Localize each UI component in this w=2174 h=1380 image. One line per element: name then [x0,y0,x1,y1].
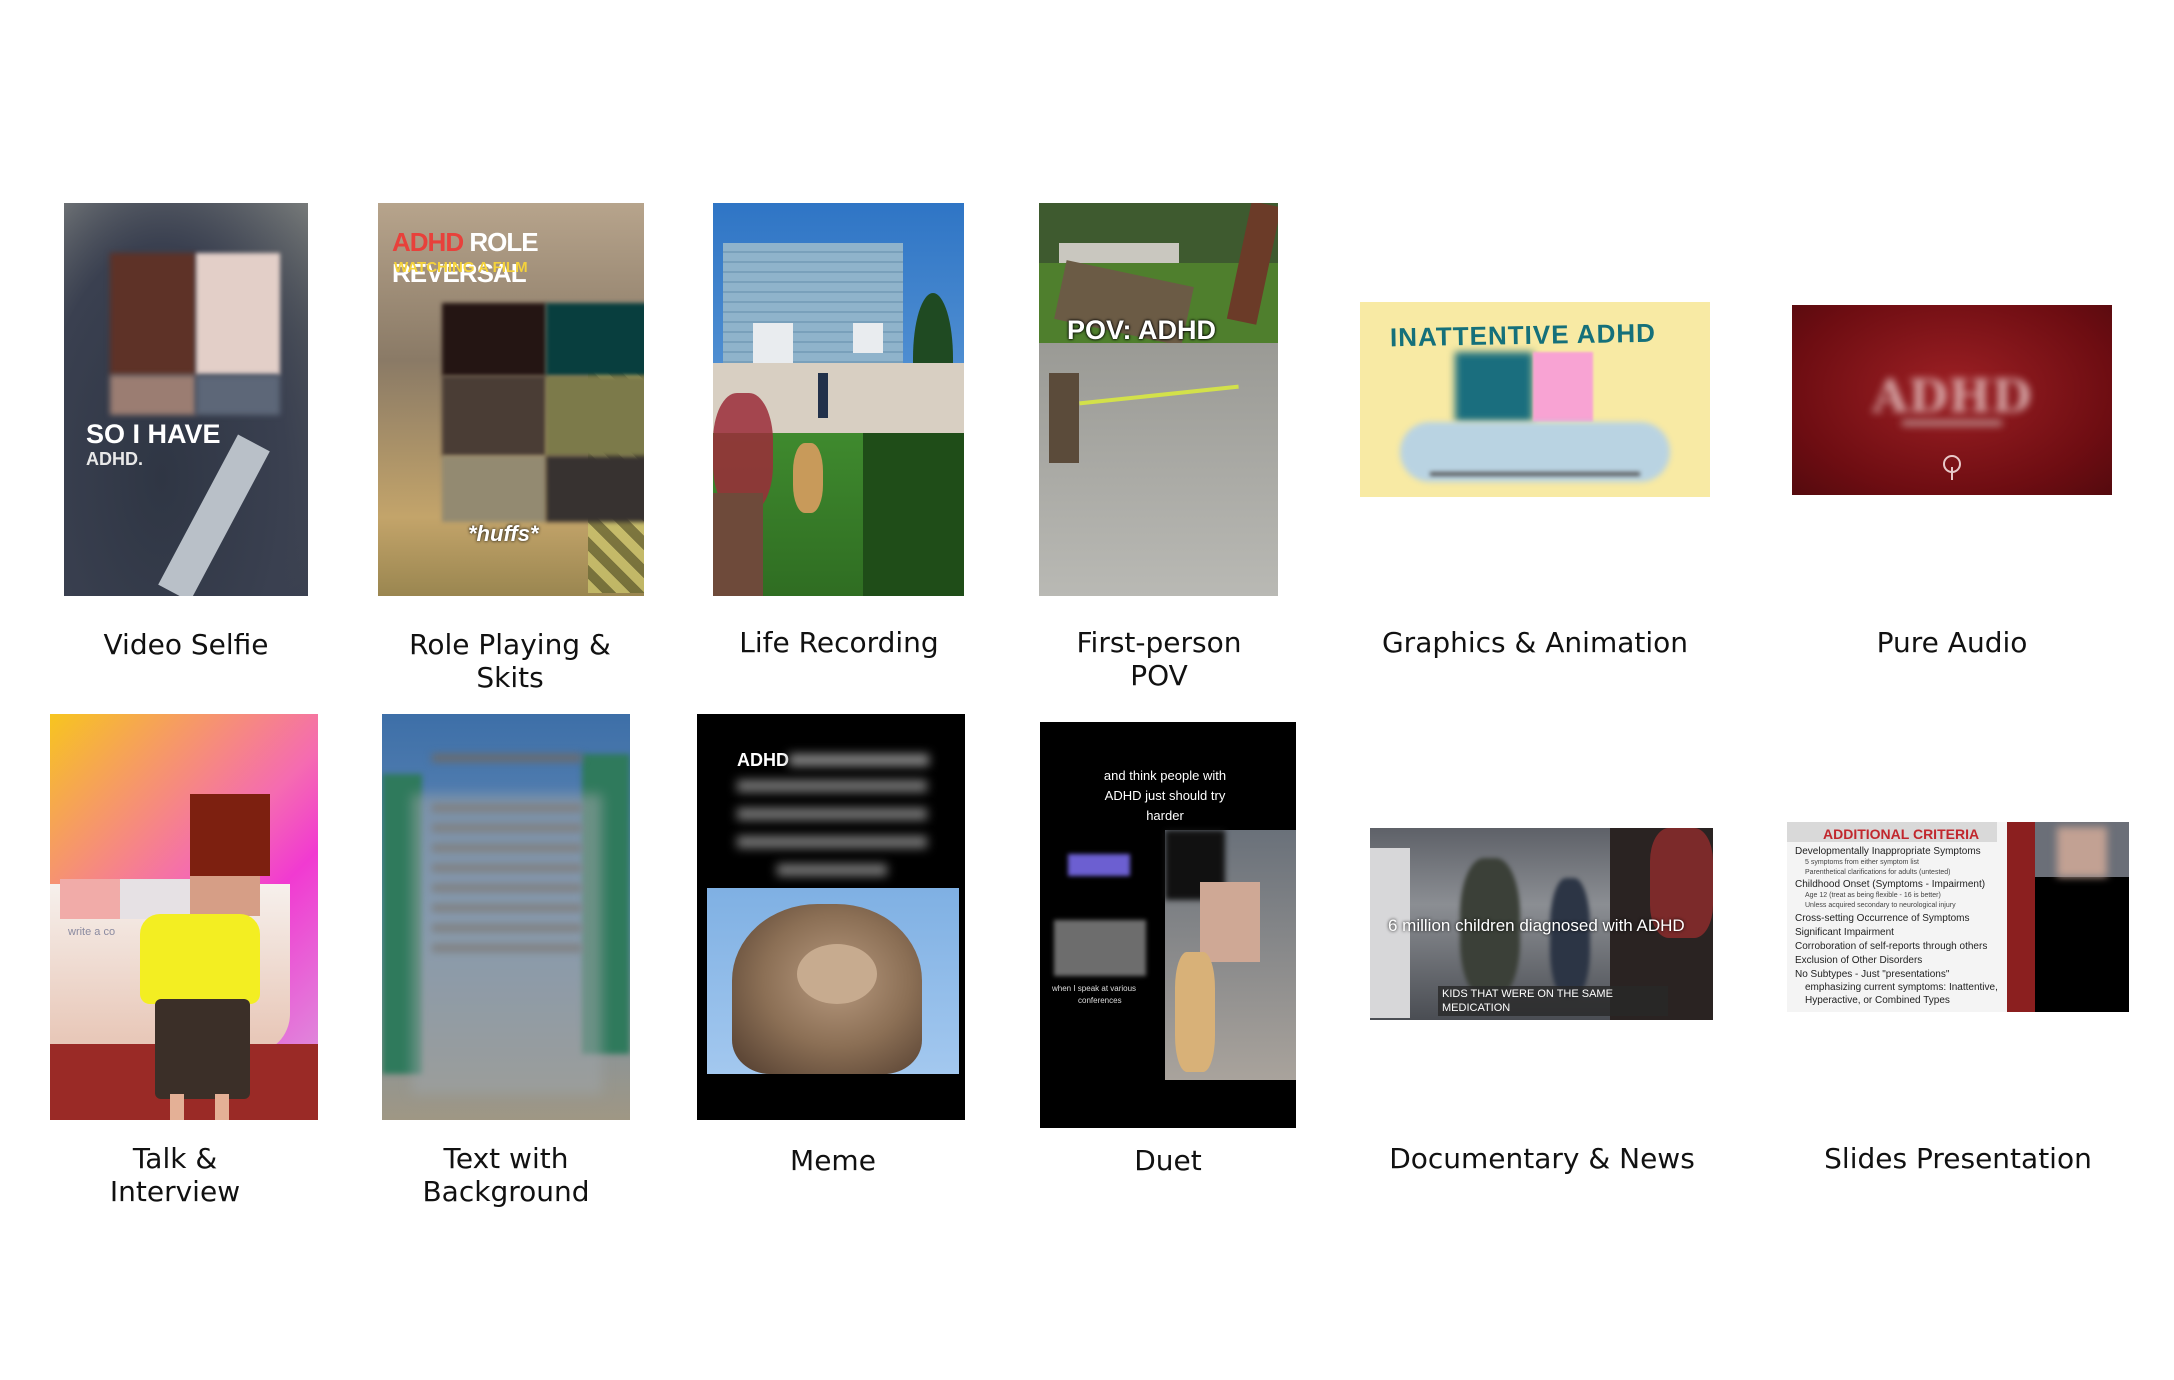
slides-bullet-1: Developmentally Inappropriate Symptoms [1795,846,1981,857]
slides-presentation-thumbnail: ADDITIONAL CRITERIA Developmentally Inap… [1787,822,2129,1012]
caption-talk-interview: Talk & Interview [109,1142,241,1208]
slides-bullet-5: Corroboration of self-reports through ot… [1795,941,1988,952]
life-recording-thumbnail [713,203,964,596]
role-playing-subtitle: WATCHING A FILM [394,259,528,276]
caption-documentary-news: Documentary & News [1389,1142,1695,1175]
duet-small-caption-line2: conferences [1078,996,1122,1005]
meme-thumbnail: ADHD [697,714,965,1120]
talk-slide-text: write a co [68,926,116,938]
duet-thumbnail: and think people with ADHD just should t… [1040,722,1296,1128]
slides-sub-2a: Age 12 (treat as being flexible - 16 is … [1805,892,1941,899]
documentary-headline: 6 million children diagnosed with ADHD [1388,916,1685,935]
documentary-subtitle-line2: MEDICATION [1442,1002,1511,1014]
slides-sub-1b: Parenthetical clarifications for adults … [1805,869,1951,876]
caption-graphics-animation: Graphics & Animation [1381,626,1689,659]
documentary-news-thumbnail: 6 million children diagnosed with ADHD K… [1370,828,1713,1020]
slides-bullet-3: Cross-setting Occurrence of Symptoms [1795,913,1970,924]
role-playing-thumbnail: ADHD ROLE REVERSAL WATCHING A FILM *huff… [378,203,644,596]
slides-heading: ADDITIONAL CRITERIA [1823,826,1980,842]
duet-caption-line1: and think people with [1103,768,1227,783]
role-playing-title-white: ROLE REVERSAL [392,227,539,288]
text-with-background-thumbnail [382,714,630,1120]
caption-slides-presentation: Slides Presentation [1824,1142,2092,1175]
graphics-animation-title: INATTENTIVE ADHD [1389,317,1657,353]
caption-text-with-background: Text with Background [422,1142,590,1208]
pov-overlay-text: POV: ADHD [1067,315,1217,345]
documentary-subtitle-line1: KIDS THAT WERE ON THE SAME [1442,988,1613,1000]
slides-sub-2b: Unless acquired secondary to neurologica… [1805,902,1956,909]
video-selfie-overlay-line2: ADHD. [86,449,143,469]
role-playing-title-red: ADHD [392,227,464,257]
caption-meme: Meme [790,1144,876,1177]
slides-bullet-4: Significant Impairment [1795,927,1894,938]
caption-duet: Duet [1134,1144,1202,1177]
duet-small-caption-line1: when I speak at various [1052,984,1137,993]
caption-life-recording: Life Recording [739,626,939,659]
video-selfie-thumbnail: SO I HAVE ADHD. [64,203,308,596]
slides-sub-7a: emphasizing current symptoms: Inattentiv… [1805,982,1998,993]
caption-pure-audio: Pure Audio [1876,626,2028,659]
slides-bullet-7: No Subtypes - Just "presentations" [1795,969,1950,980]
graphics-animation-thumbnail: INATTENTIVE ADHD [1360,302,1710,497]
video-selfie-overlay-line1: SO I HAVE [86,419,221,449]
duet-caption-line2: ADHD just should try [1104,788,1226,803]
caption-role-playing: Role Playing & Skits [409,628,611,694]
tree-logo-icon [1940,455,1964,481]
meme-caption-start: ADHD [737,750,789,770]
caption-first-person-pov: First-person POV [1076,626,1242,692]
slides-sub-7b: Hyperactive, or Combined Types [1805,995,1950,1006]
talk-interview-thumbnail: write a co [50,714,318,1120]
caption-video-selfie: Video Selfie [103,628,269,661]
duet-caption-line3: harder [1146,808,1184,823]
slides-bullet-6: Exclusion of Other Disorders [1795,955,1923,966]
pure-audio-title: ADHD [1872,369,2032,423]
pure-audio-thumbnail: ADHD [1792,305,2112,495]
role-playing-huffs: *huffs* [468,521,539,546]
slides-bullet-2: Childhood Onset (Symptoms - Impairment) [1795,879,1986,890]
slides-sub-1a: 5 symptoms from either symptom list [1805,859,1919,866]
first-person-pov-thumbnail: POV: ADHD [1039,203,1278,596]
